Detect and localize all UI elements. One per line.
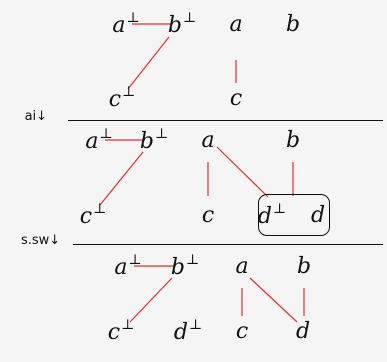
node-0-b_perp: b⊥: [167, 9, 197, 39]
edge-0-b_perp-c_perp: [127, 36, 170, 90]
node-1-d_perp: d⊥: [257, 200, 287, 230]
node-0-c_perp: c⊥: [108, 83, 136, 113]
highlight-box-1: [258, 194, 330, 236]
node-1-a_perp: a⊥: [85, 125, 113, 155]
node-0-a: a: [229, 12, 243, 37]
edge-2-a-d: [249, 277, 298, 323]
node-1-c_perp: c⊥: [79, 200, 107, 230]
node-0-a_perp: a⊥: [112, 9, 140, 39]
node-2-d: d: [295, 319, 311, 344]
node-0-c: c: [229, 86, 243, 111]
node-1-b: b: [285, 128, 301, 153]
node-2-a: a: [235, 254, 249, 279]
inference-line-2: [73, 244, 383, 246]
inference-line-1: [68, 120, 383, 122]
edge-1-b_perp-c_perp: [99, 151, 144, 206]
node-2-d_perp: d⊥: [173, 316, 203, 346]
node-2-b_perp: b⊥: [170, 251, 200, 281]
edge-1-a-d_perp: [216, 146, 269, 198]
node-2-c: c: [235, 319, 249, 344]
edge-2-b_perp-c_perp: [129, 277, 173, 323]
node-2-a_perp: a⊥: [114, 251, 142, 281]
node-2-c_perp: c⊥: [107, 316, 135, 346]
node-1-a: a: [201, 128, 215, 153]
node-1-d: d: [310, 203, 326, 228]
node-1-b_perp: b⊥: [139, 125, 169, 155]
rule-label-2: s.sw↓: [21, 233, 61, 248]
node-0-b: b: [285, 12, 301, 37]
node-2-b: b: [296, 254, 312, 279]
rule-label-1: ai↓: [24, 109, 48, 124]
node-1-c: c: [201, 203, 215, 228]
